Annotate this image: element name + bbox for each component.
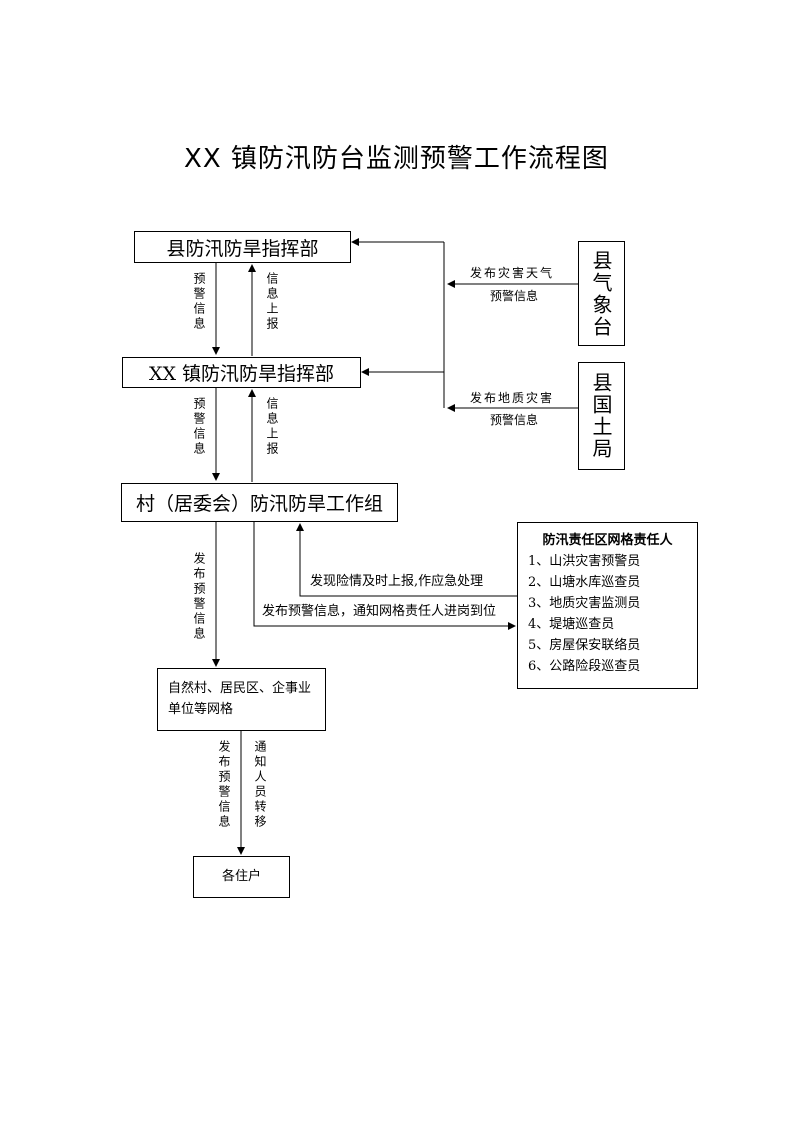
village-label: 村（居委会）防汛防旱工作组	[135, 493, 383, 515]
weather-feed-label-line1: 发布灾害天气	[470, 266, 555, 280]
warn-down-label-1: 预警信息	[192, 272, 206, 332]
page-title: XX 镇防汛防台监测预警工作流程图	[184, 144, 609, 174]
responsible-item: 6、公路险段巡查员	[528, 659, 641, 674]
responsible-node: 防汛责任区网格责任人 1、山洪灾害预警员 2、山塘水库巡查员 3、地质灾害监测员…	[517, 522, 698, 689]
county-hq-node: 县防汛防旱指挥部	[134, 231, 351, 263]
grid-node: 自然村、居民区、企事业单位等网格	[157, 668, 326, 731]
village-node: 村（居委会）防汛防旱工作组	[121, 483, 398, 522]
grid-label: 自然村、居民区、企事业单位等网格	[168, 681, 312, 717]
land-bureau-label: 县国土局	[589, 372, 613, 460]
warn-down-label-2: 预警信息	[192, 397, 206, 457]
land-bureau-node: 县国土局	[578, 362, 625, 470]
households-node: 各住户	[193, 856, 290, 898]
info-up-label-1: 信息上报	[265, 272, 279, 332]
publish-down-label: 发布预警信息	[192, 552, 206, 642]
responsible-item: 4、堤塘巡查员	[528, 617, 615, 632]
land-feed-label-line2: 预警信息	[490, 413, 539, 427]
responsible-item: 2、山塘水库巡查员	[528, 575, 641, 590]
arrow-village-to-responsible	[253, 522, 516, 630]
county-hq-label: 县防汛防旱指挥部	[166, 237, 319, 260]
weather-feed-label-line2: 预警信息	[490, 289, 539, 303]
report-back-label: 发现险情及时上报,作应急处理	[310, 574, 484, 589]
notify-transfer-label: 通知人员转移	[253, 740, 267, 830]
arrow-responsible-to-village	[296, 523, 517, 597]
responsible-item: 1、山洪灾害预警员	[528, 554, 641, 569]
weather-bureau-label: 县气象台	[589, 249, 613, 338]
publish-households-label: 发布预警信息	[217, 740, 231, 830]
responsible-item: 5、房屋保安联络员	[528, 638, 641, 653]
responsible-title: 防汛责任区网格责任人	[542, 533, 673, 548]
responsible-item: 3、地质灾害监测员	[528, 596, 641, 611]
town-hq-node: XX 镇防汛防旱指挥部	[122, 357, 361, 388]
town-hq-label: XX 镇防汛防旱指挥部	[148, 363, 335, 385]
info-up-label-2: 信息上报	[265, 397, 279, 457]
weather-bureau-node: 县气象台	[578, 241, 625, 346]
households-label: 各住户	[221, 869, 261, 884]
land-feed-label-line1: 发布地质灾害	[470, 391, 555, 405]
notify-grid-label: 发布预警信息，通知网格责任人进岗到位	[262, 604, 497, 619]
